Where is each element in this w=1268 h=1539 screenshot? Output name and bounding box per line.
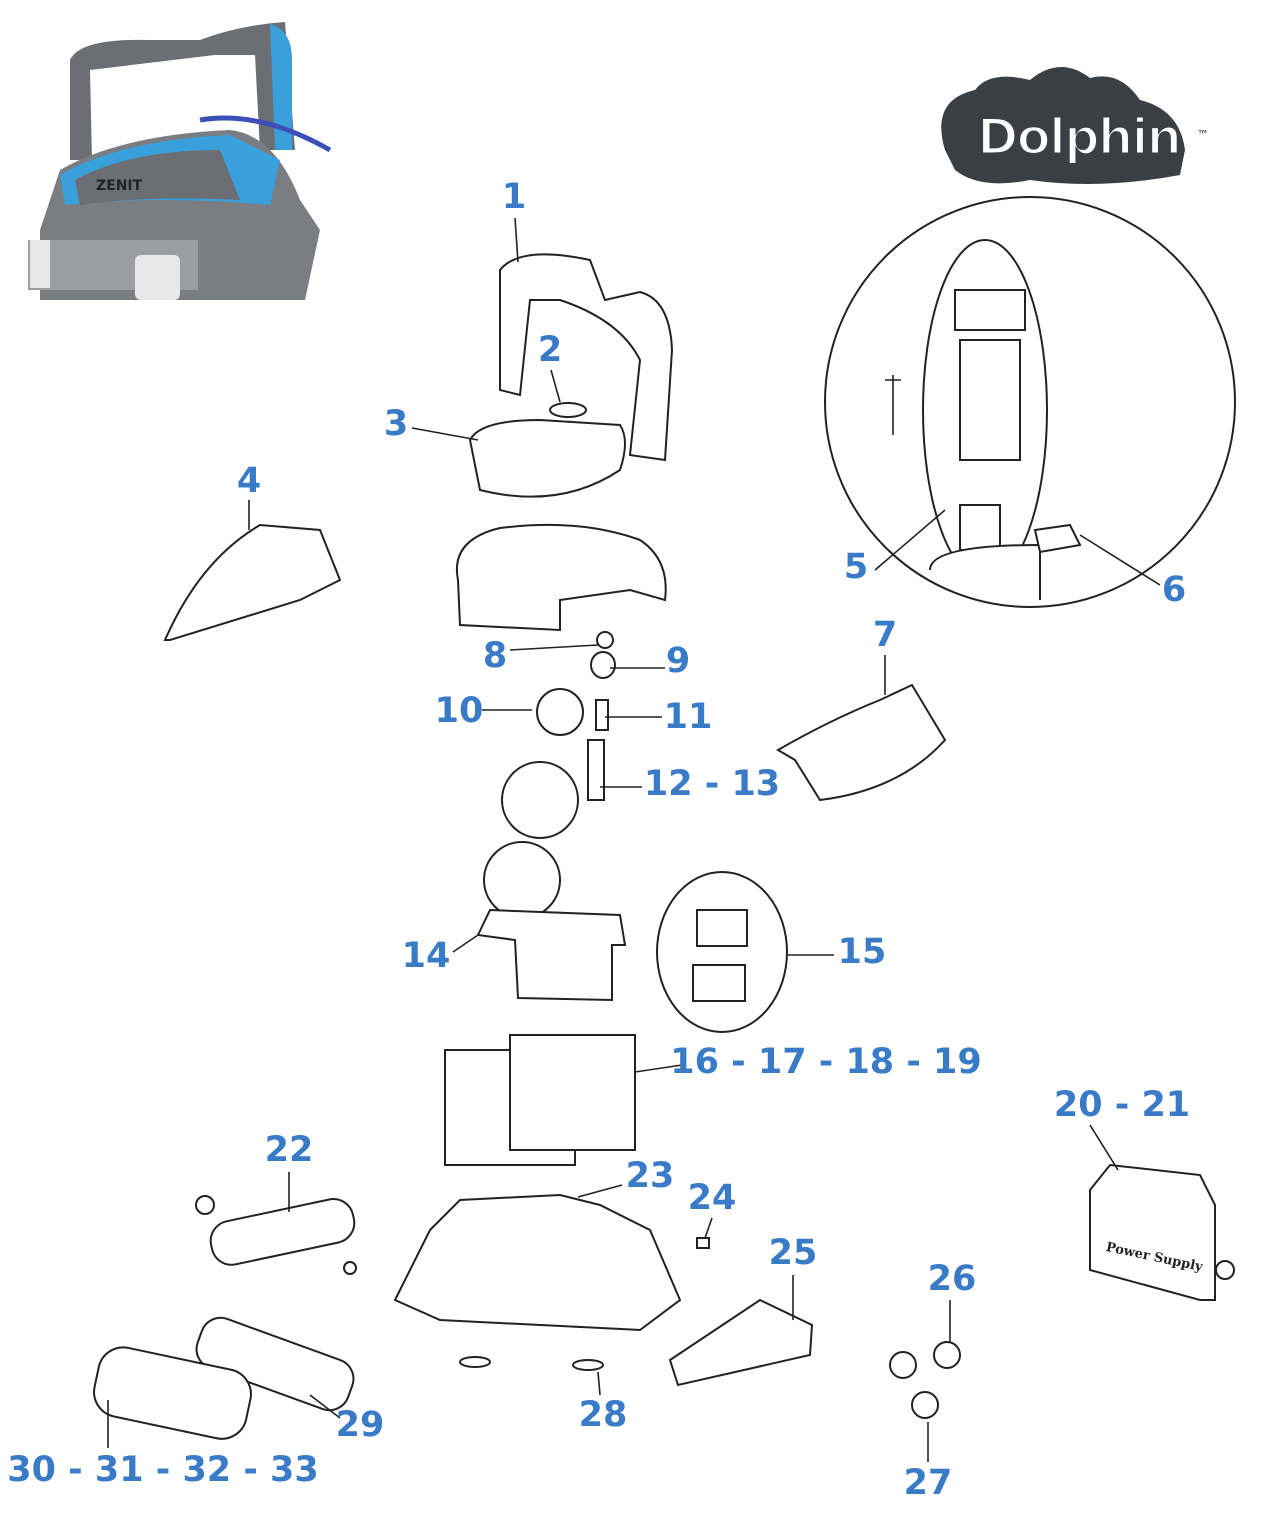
part-label: 24 xyxy=(687,1178,737,1218)
part-label: 22 xyxy=(264,1130,314,1170)
part-label: 9 xyxy=(665,641,691,681)
part-label: 10 xyxy=(434,691,484,731)
part-label: 15 xyxy=(837,932,887,972)
logo-cloud xyxy=(941,66,1185,184)
part-label: 20 - 21 xyxy=(1053,1085,1191,1125)
part-label: 23 xyxy=(625,1156,675,1196)
part-label: 8 xyxy=(482,636,508,676)
part-label: 26 xyxy=(927,1259,977,1299)
part-label: 11 xyxy=(663,697,713,737)
part-label: 5 xyxy=(843,547,869,587)
part-label: 28 xyxy=(578,1395,628,1435)
part-label: 7 xyxy=(872,615,898,655)
part-label: 12 - 13 xyxy=(643,764,781,804)
part-label: 16 - 17 - 18 - 19 xyxy=(670,1042,982,1082)
part-label: 1 xyxy=(501,177,527,217)
part-label: 6 xyxy=(1161,570,1187,610)
product-name: ZENIT xyxy=(96,178,143,194)
dolphin-logo: Dolphin ™ xyxy=(975,107,1209,168)
part-label: 27 xyxy=(903,1463,953,1503)
robot-image xyxy=(28,22,332,300)
part-label: 29 xyxy=(335,1405,385,1445)
part-label: 25 xyxy=(768,1233,818,1273)
part-label: 14 xyxy=(401,936,451,976)
part-label: 4 xyxy=(236,461,262,501)
part-label: 2 xyxy=(537,330,563,370)
part-label: 3 xyxy=(383,404,409,444)
part-label: 30 - 31 - 32 - 33 xyxy=(7,1450,319,1490)
